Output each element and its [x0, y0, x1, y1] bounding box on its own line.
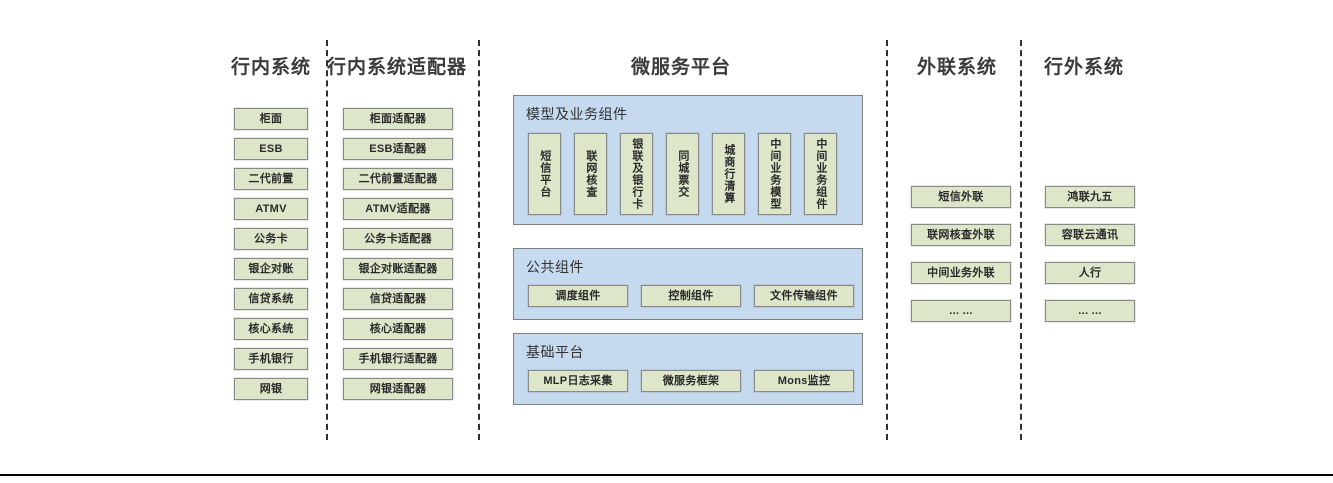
node-public-1[interactable]: 控制组件 — [641, 285, 741, 307]
node-inbank-0[interactable]: 柜面 — [234, 108, 308, 130]
node-adapter-8[interactable]: 手机银行适配器 — [343, 348, 453, 370]
node-model-2[interactable]: 银联及银行卡 — [620, 133, 653, 215]
node-adapter-6[interactable]: 信贷适配器 — [343, 288, 453, 310]
node-external-2[interactable]: 中间业务外联 — [911, 262, 1011, 284]
node-outbank-1[interactable]: 容联云通讯 — [1045, 224, 1135, 246]
panel-public-components: 公共组件 — [513, 248, 863, 320]
divider-1 — [326, 40, 328, 440]
node-inbank-1[interactable]: ESB — [234, 138, 308, 160]
bottom-rule — [0, 474, 1333, 476]
node-model-6[interactable]: 中间业务组件 — [804, 133, 837, 215]
node-external-0[interactable]: 短信外联 — [911, 186, 1011, 208]
column-title-outbank: 行外系统 — [1043, 57, 1125, 78]
node-outbank-2[interactable]: 人行 — [1045, 262, 1135, 284]
node-adapter-2[interactable]: 二代前置适配器 — [343, 168, 453, 190]
panel-title-public-components: 公共组件 — [526, 259, 584, 275]
node-model-4[interactable]: 城商行清算 — [712, 133, 745, 215]
divider-2 — [478, 40, 480, 440]
divider-3 — [886, 40, 888, 440]
node-public-2[interactable]: 文件传输组件 — [754, 285, 854, 307]
node-external-1[interactable]: 联网核查外联 — [911, 224, 1011, 246]
column-title-platform: 微服务平台 — [630, 57, 732, 78]
node-inbank-8[interactable]: 手机银行 — [234, 348, 308, 370]
node-inbank-7[interactable]: 核心系统 — [234, 318, 308, 340]
node-model-1[interactable]: 联网核查 — [574, 133, 607, 215]
column-title-external-link: 外联系统 — [916, 57, 998, 78]
panel-title-base-platform: 基础平台 — [526, 344, 584, 360]
node-model-3[interactable]: 同城票交 — [666, 133, 699, 215]
node-inbank-9[interactable]: 网银 — [234, 378, 308, 400]
node-external-3[interactable]: ... ... — [911, 300, 1011, 322]
node-base-0[interactable]: MLP日志采集 — [528, 370, 628, 392]
node-inbank-3[interactable]: ATMV — [234, 198, 308, 220]
node-adapter-0[interactable]: 柜面适配器 — [343, 108, 453, 130]
node-adapter-5[interactable]: 银企对账适配器 — [343, 258, 453, 280]
node-adapter-4[interactable]: 公务卡适配器 — [343, 228, 453, 250]
node-model-0[interactable]: 短信平台 — [528, 133, 561, 215]
node-adapter-3[interactable]: ATMV适配器 — [343, 198, 453, 220]
node-inbank-6[interactable]: 信贷系统 — [234, 288, 308, 310]
divider-4 — [1020, 40, 1022, 440]
node-inbank-4[interactable]: 公务卡 — [234, 228, 308, 250]
node-public-0[interactable]: 调度组件 — [528, 285, 628, 307]
column-title-inbank-adapter: 行内系统适配器 — [326, 57, 468, 78]
node-adapter-1[interactable]: ESB适配器 — [343, 138, 453, 160]
node-inbank-2[interactable]: 二代前置 — [234, 168, 308, 190]
node-adapter-9[interactable]: 网银适配器 — [343, 378, 453, 400]
panel-title-model-business: 模型及业务组件 — [526, 106, 628, 122]
node-adapter-7[interactable]: 核心适配器 — [343, 318, 453, 340]
node-base-1[interactable]: 微服务框架 — [641, 370, 741, 392]
node-outbank-3[interactable]: ... ... — [1045, 300, 1135, 322]
node-base-2[interactable]: Mons监控 — [754, 370, 854, 392]
column-title-inbank: 行内系统 — [230, 57, 312, 78]
node-model-5[interactable]: 中间业务模型 — [758, 133, 791, 215]
node-inbank-5[interactable]: 银企对账 — [234, 258, 308, 280]
panel-base-platform: 基础平台 — [513, 333, 863, 405]
node-outbank-0[interactable]: 鸿联九五 — [1045, 186, 1135, 208]
